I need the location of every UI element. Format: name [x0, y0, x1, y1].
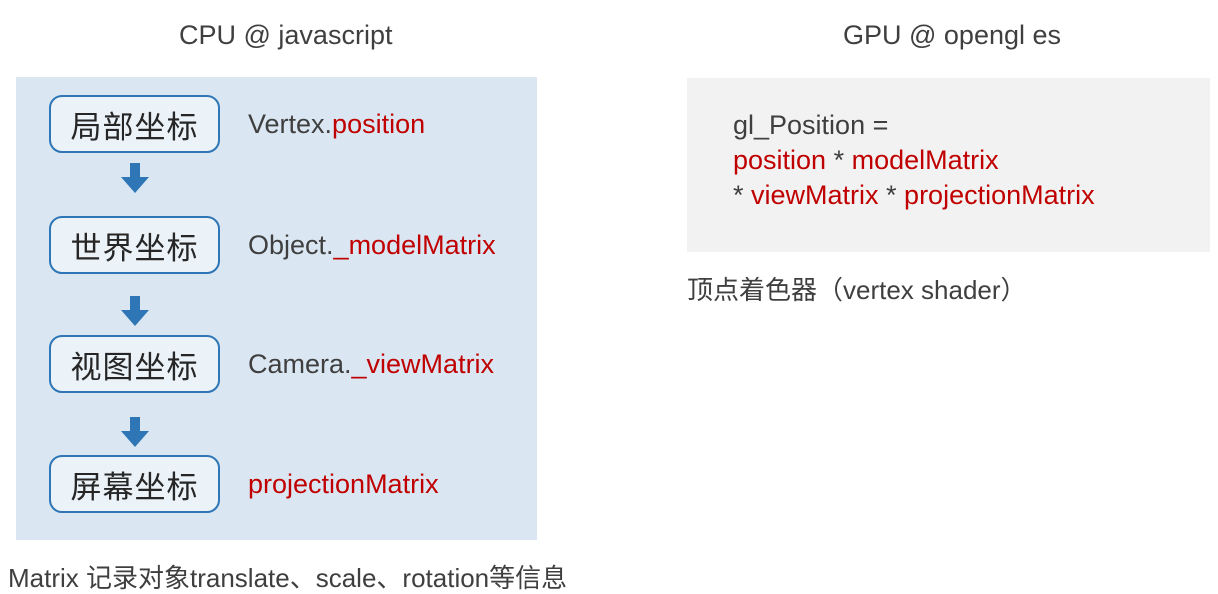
- matrix-note-caption: Matrix 记录对象translate、scale、rotation等信息: [8, 563, 568, 593]
- code-operator: *: [826, 145, 852, 175]
- coord-label-screen: projectionMatrix: [248, 455, 439, 513]
- code-identifier: position: [733, 145, 827, 175]
- code-identifier: modelMatrix: [851, 145, 999, 175]
- down-arrow-icon: [121, 417, 149, 447]
- shader-code-panel: gl_Position = position * modelMatrix * v…: [687, 78, 1210, 252]
- vertex-shader-caption: 顶点着色器（vertex shader）: [687, 275, 1027, 305]
- label-prefix: Camera.: [248, 348, 352, 379]
- label-prefix: Object.: [248, 229, 334, 260]
- label-highlight: position: [332, 108, 426, 139]
- code-operator: *: [878, 180, 905, 210]
- shader-code: gl_Position = position * modelMatrix * v…: [733, 108, 1095, 213]
- label-prefix: Vertex.: [248, 108, 333, 139]
- coord-box-screen: 屏幕坐标: [49, 455, 220, 513]
- down-arrow-icon: [121, 163, 149, 193]
- label-highlight: _modelMatrix: [333, 229, 496, 260]
- code-line-2: position * modelMatrix: [733, 143, 1095, 178]
- coord-label-local: Vertex.position: [248, 95, 425, 153]
- coord-box-world: 世界坐标: [49, 216, 220, 274]
- code-text: gl_Position =: [733, 110, 889, 140]
- coord-label-world: Object._modelMatrix: [248, 216, 496, 274]
- code-operator: *: [733, 180, 752, 210]
- coord-box-view: 视图坐标: [49, 335, 220, 393]
- gpu-column-title: GPU @ opengl es: [843, 20, 1062, 50]
- down-arrow-icon: [121, 296, 149, 326]
- code-line-1: gl_Position =: [733, 108, 1095, 143]
- coord-label-view: Camera._viewMatrix: [248, 335, 494, 393]
- cpu-column-title: CPU @ javascript: [179, 20, 393, 50]
- cpu-pipeline-panel: 局部坐标 Vertex.position 世界坐标 Object._modelM…: [16, 77, 537, 540]
- label-highlight: _viewMatrix: [351, 348, 495, 379]
- code-identifier: projectionMatrix: [904, 180, 1095, 210]
- code-identifier: viewMatrix: [751, 180, 879, 210]
- coord-box-local: 局部坐标: [49, 95, 220, 153]
- code-line-3: * viewMatrix * projectionMatrix: [733, 178, 1095, 213]
- label-highlight: projectionMatrix: [248, 468, 439, 499]
